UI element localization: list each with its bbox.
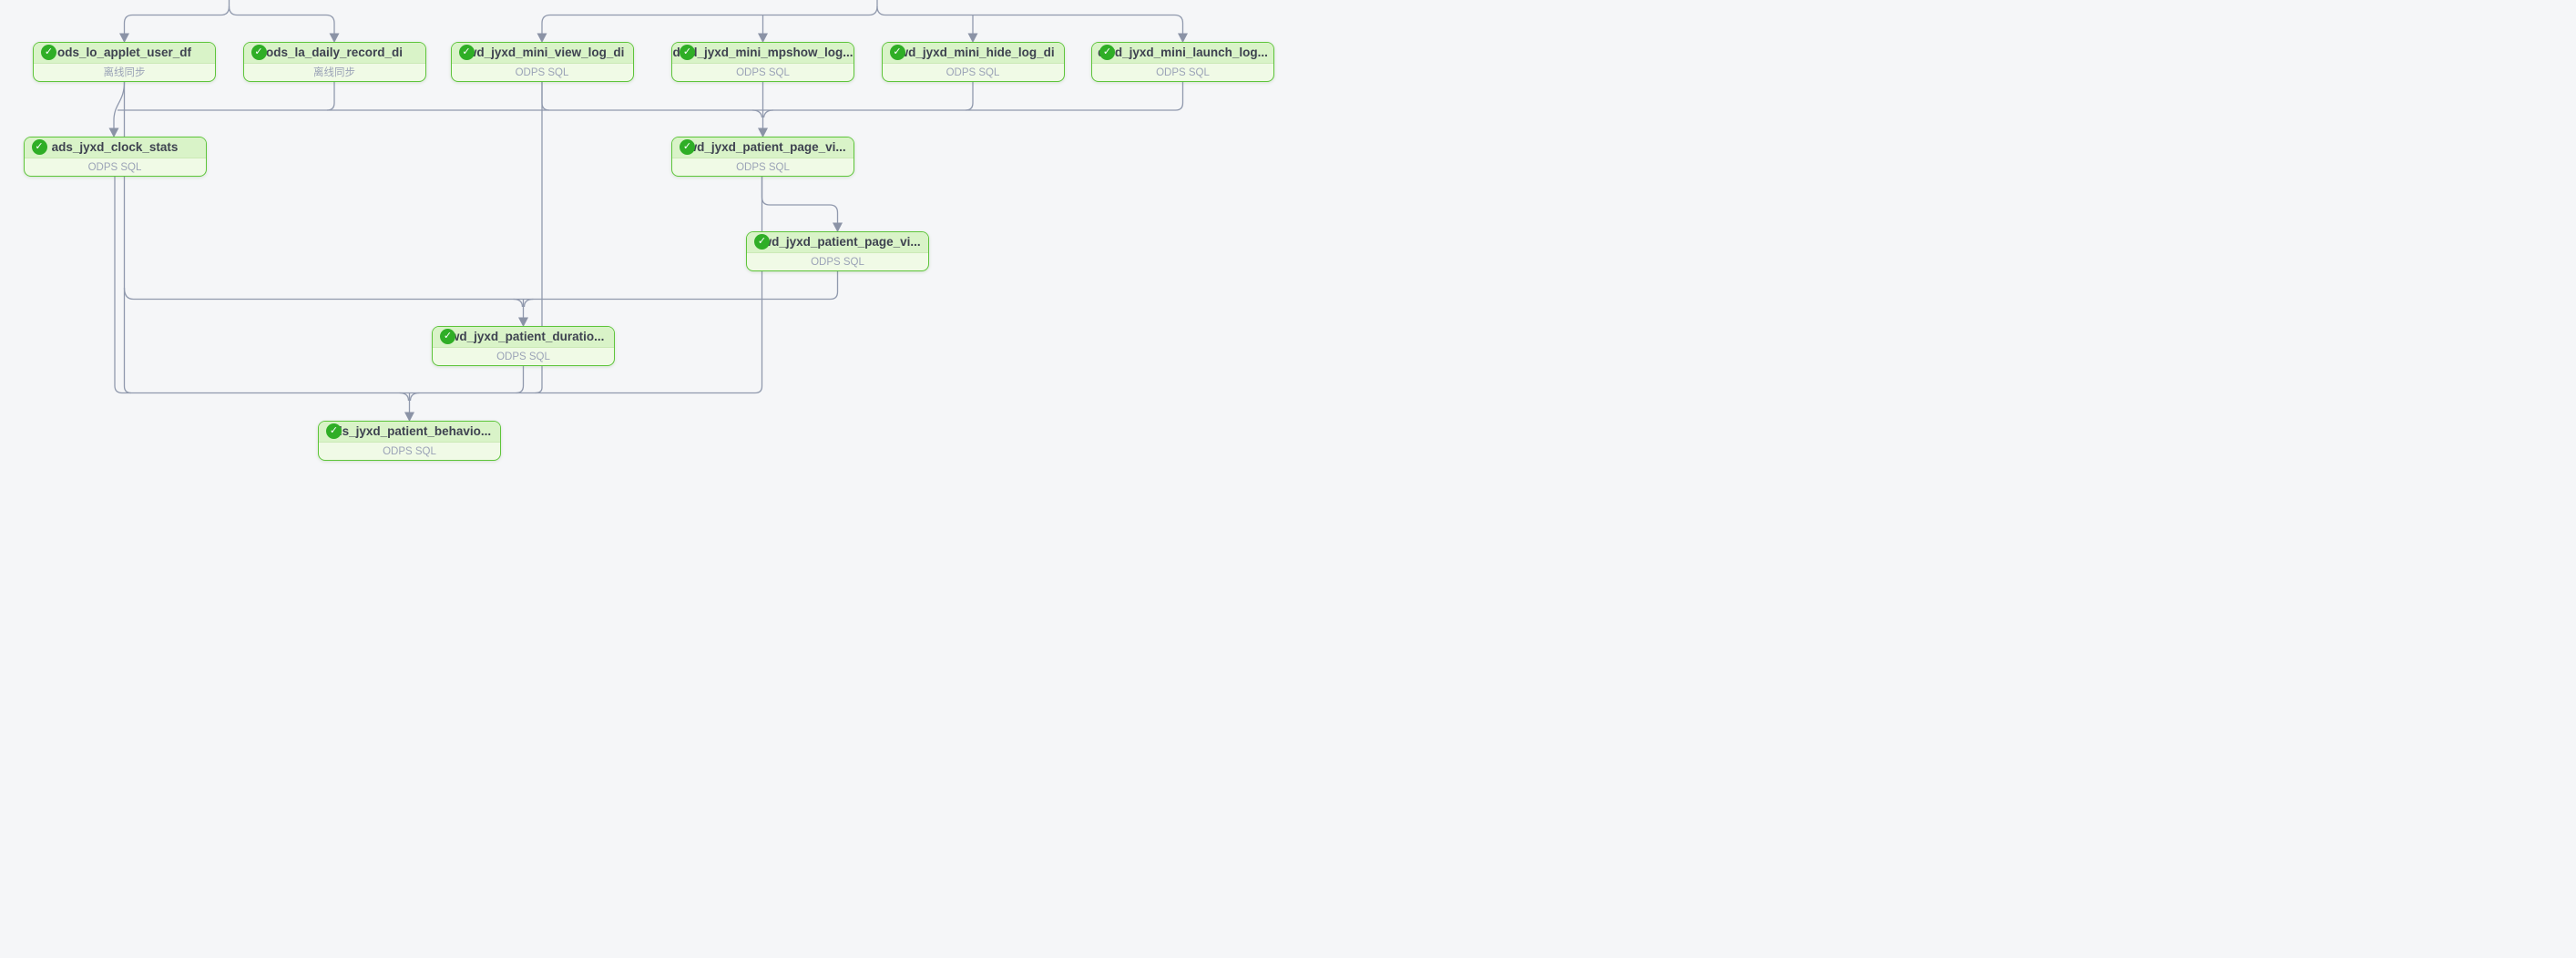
node-type-label: ODPS SQL <box>946 67 1000 78</box>
node-dwd_jyxd_patient_duratio[interactable]: ✓ dwd_jyxd_patient_duratio... ODPS SQL <box>432 326 615 366</box>
node-type-label: ODPS SQL <box>87 162 142 173</box>
node-title-bar: ✓ dwd_jyxd_patient_page_vi... <box>672 138 854 158</box>
node-title: dwd_jyxd_patient_page_vi... <box>680 140 846 154</box>
node-dwd_jyxd_mini_hide_log_di[interactable]: ✓ dwd_jyxd_mini_hide_log_di ODPS SQL <box>881 42 1065 82</box>
success-check-icon: ✓ <box>1099 45 1115 60</box>
node-title-bar: ✓ ads_jyxd_patient_behavio... <box>319 422 500 443</box>
node-dwd_jyxd_mini_launch_log[interactable]: ✓ dwd_jyxd_mini_launch_log... ODPS SQL <box>1091 42 1274 82</box>
edges-layer <box>108 0 1188 422</box>
node-title: ads_jyxd_clock_stats <box>51 140 179 154</box>
node-title-bar: ✓ dwd_jyxd_patient_page_vi... <box>747 232 928 253</box>
node-title-bar: ✓ dwd_jyxd_mini_mpshow_log... <box>672 43 854 64</box>
node-dwd_jyxd_patient_page_vi_2[interactable]: ✓ dwd_jyxd_patient_page_vi... ODPS SQL <box>746 231 929 271</box>
node-ods_la_daily_record_di[interactable]: ✓ ods_la_daily_record_di 离线同步 <box>242 42 426 82</box>
node-type-label: ODPS SQL <box>736 162 790 173</box>
node-dwd_jyxd_mini_mpshow_log[interactable]: ✓ dwd_jyxd_mini_mpshow_log... ODPS SQL <box>671 42 854 82</box>
node-title: dwd_jyxd_mini_hide_log_di <box>891 46 1055 59</box>
node-title-bar: ✓ ads_jyxd_clock_stats <box>24 138 206 158</box>
node-title-bar: ✓ dwd_jyxd_mini_launch_log... <box>1092 43 1273 64</box>
node-type-label: 离线同步 <box>313 67 355 78</box>
success-check-icon: ✓ <box>250 45 267 60</box>
node-type-label: ODPS SQL <box>496 352 550 362</box>
success-check-icon: ✓ <box>440 329 455 344</box>
node-title: dwd_jyxd_patient_page_vi... <box>754 235 921 249</box>
node-type-label: 离线同步 <box>103 67 146 78</box>
success-check-icon: ✓ <box>458 45 475 60</box>
node-type-label: ODPS SQL <box>811 257 864 268</box>
node-title: ads_jyxd_patient_behavio... <box>327 424 492 438</box>
node-title: ods_la_daily_record_di <box>265 46 404 59</box>
node-title: ods_lo_applet_user_df <box>56 46 192 59</box>
node-dwd_jyxd_mini_view_log_di[interactable]: ✓ dwd_jyxd_mini_view_log_di ODPS SQL <box>450 42 634 82</box>
node-ads_jyxd_clock_stats[interactable]: ✓ ads_jyxd_clock_stats ODPS SQL <box>23 137 207 177</box>
success-check-icon: ✓ <box>754 234 770 250</box>
node-type-label: ODPS SQL <box>1156 67 1210 78</box>
node-title-bar: ✓ dwd_jyxd_mini_view_log_di <box>451 43 633 64</box>
success-check-icon: ✓ <box>31 139 47 155</box>
node-title: dwd_jyxd_mini_launch_log... <box>1098 46 1268 59</box>
node-type-label: ODPS SQL <box>515 67 569 78</box>
node-title: dwd_jyxd_patient_duratio... <box>442 330 605 343</box>
dag-canvas[interactable]: ✓ ods_lo_applet_user_df 离线同步 ✓ ods_la_da… <box>0 0 1288 479</box>
node-title: dwd_jyxd_mini_view_log_di <box>459 46 625 59</box>
node-type-label: ODPS SQL <box>383 446 436 457</box>
node-title-bar: ✓ ods_lo_applet_user_df <box>34 43 215 64</box>
success-check-icon: ✓ <box>680 45 695 60</box>
node-type-label: ODPS SQL <box>736 67 790 78</box>
success-check-icon: ✓ <box>889 45 905 60</box>
node-ods_lo_applet_user_df[interactable]: ✓ ods_lo_applet_user_df 离线同步 <box>33 42 216 82</box>
success-check-icon: ✓ <box>680 139 695 155</box>
node-title-bar: ✓ ods_la_daily_record_di <box>243 43 425 64</box>
node-title-bar: ✓ dwd_jyxd_mini_hide_log_di <box>882 43 1064 64</box>
success-check-icon: ✓ <box>326 423 342 439</box>
node-title-bar: ✓ dwd_jyxd_patient_duratio... <box>433 327 614 348</box>
node-title: dwd_jyxd_mini_mpshow_log... <box>672 46 854 59</box>
node-dwd_jyxd_patient_page_vi_1[interactable]: ✓ dwd_jyxd_patient_page_vi... ODPS SQL <box>671 137 854 177</box>
success-check-icon: ✓ <box>41 45 56 60</box>
node-ads_jyxd_patient_behavio[interactable]: ✓ ads_jyxd_patient_behavio... ODPS SQL <box>318 421 501 461</box>
